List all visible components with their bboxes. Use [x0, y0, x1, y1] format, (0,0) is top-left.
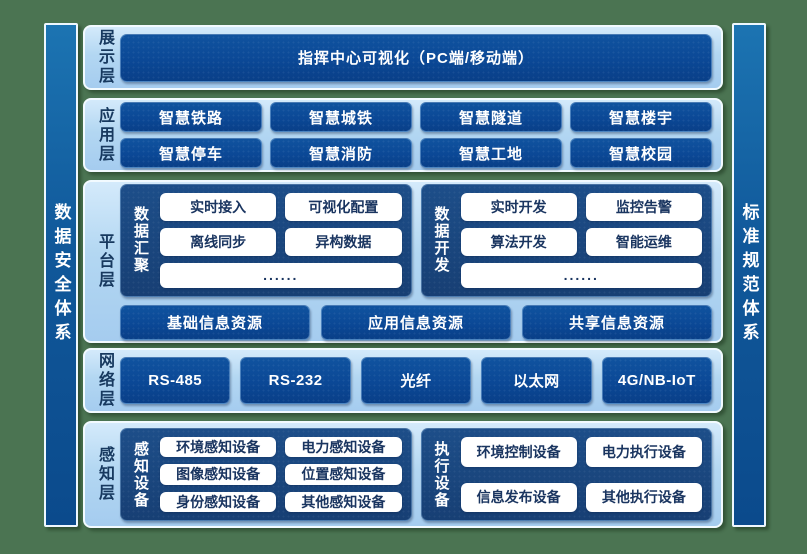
- network-box: RS-485: [120, 357, 231, 404]
- group-sensing-devices-grid: 环境感知设备 电力感知设备 图像感知设备 位置感知设备 身份感知设备 其他感知设…: [160, 437, 402, 512]
- resource-box: 应用信息资源: [321, 304, 511, 340]
- device-chip: 电力感知设备: [285, 437, 402, 458]
- layer-label-presentation: 展示层: [96, 29, 113, 86]
- group-sensing-devices-title: 感知设备: [132, 440, 149, 509]
- group-data-aggregation-title: 数据汇聚: [132, 206, 149, 274]
- device-chip: 信息发布设备: [460, 482, 577, 512]
- pillar-data-security-label: 数据安全体系: [51, 203, 71, 347]
- platform-chip: 异构数据: [285, 227, 402, 257]
- platform-groups-row: 数据汇聚 实时接入 可视化配置 离线同步 异构数据 ...... 数据开发: [120, 183, 712, 297]
- device-chip: 身份感知设备: [160, 491, 277, 512]
- app-box: 智慧工地: [420, 138, 562, 168]
- app-box: 智慧楼宇: [570, 102, 712, 132]
- layer-panel-presentation: 展示层 指挥中心可视化（PC端/移动端）: [83, 25, 723, 90]
- platform-more-chip: ......: [160, 263, 402, 288]
- group-data-development: 数据开发 实时开发 监控告警 算法开发 智能运维 ......: [420, 183, 712, 297]
- device-chip: 环境感知设备: [160, 437, 277, 458]
- platform-more-chip: ......: [460, 263, 702, 288]
- platform-chip: 可视化配置: [285, 192, 402, 221]
- network-box: 以太网: [481, 357, 592, 404]
- group-execution-devices: 执行设备 环境控制设备 电力执行设备 信息发布设备 其他执行设备: [420, 428, 712, 521]
- group-data-development-grid: 实时开发 监控告警 算法开发 智能运维 ......: [460, 192, 702, 288]
- device-chip: 其他感知设备: [285, 491, 402, 512]
- platform-chip: 监控告警: [585, 192, 702, 221]
- network-box: 光纤: [360, 357, 472, 404]
- device-chip: 图像感知设备: [160, 464, 277, 485]
- network-row: RS-485 RS-232 光纤 以太网 4G/NB-IoT: [120, 357, 713, 404]
- perception-content: 感知设备 环境感知设备 电力感知设备 图像感知设备 位置感知设备 身份感知设备 …: [120, 428, 712, 521]
- group-execution-devices-grid: 环境控制设备 电力执行设备 信息发布设备 其他执行设备: [460, 437, 702, 512]
- device-chip: 电力执行设备: [585, 437, 702, 467]
- device-chip: 环境控制设备: [460, 437, 577, 467]
- layer-label-perception: 感知层: [96, 446, 113, 503]
- device-chip: 位置感知设备: [285, 464, 402, 485]
- layer-panel-network: 网络层 RS-485 RS-232 光纤 以太网 4G/NB-IoT: [83, 348, 723, 413]
- resource-box: 共享信息资源: [522, 304, 712, 340]
- pillar-standards: 标准规范体系: [732, 23, 766, 527]
- app-box: 智慧铁路: [120, 102, 262, 132]
- layer-label-network: 网络层: [96, 352, 113, 409]
- app-box: 智慧校园: [570, 138, 712, 168]
- perception-groups-row: 感知设备 环境感知设备 电力感知设备 图像感知设备 位置感知设备 身份感知设备 …: [120, 428, 712, 521]
- network-box: RS-232: [240, 357, 351, 404]
- hero-command-center-box: 指挥中心可视化（PC端/移动端）: [120, 33, 712, 82]
- platform-chip: 算法开发: [460, 227, 577, 257]
- app-box: 智慧隧道: [420, 102, 562, 132]
- app-box: 智慧消防: [270, 138, 412, 168]
- resource-box: 基础信息资源: [120, 304, 310, 340]
- layer-panel-platform: 平台层 数据汇聚 实时接入 可视化配置 离线同步 异构数据 ......: [83, 180, 723, 343]
- presentation-content: 指挥中心可视化（PC端/移动端）: [120, 33, 712, 82]
- app-box: 智慧城铁: [270, 102, 412, 132]
- layer-label-platform: 平台层: [96, 233, 113, 290]
- group-sensing-devices: 感知设备 环境感知设备 电力感知设备 图像感知设备 位置感知设备 身份感知设备 …: [120, 428, 412, 521]
- application-grid: 智慧铁路 智慧城铁 智慧隧道 智慧楼宇 智慧停车 智慧消防 智慧工地 智慧校园: [120, 102, 712, 168]
- layer-panel-application: 应用层 智慧铁路 智慧城铁 智慧隧道 智慧楼宇 智慧停车 智慧消防 智慧工地 智…: [83, 98, 723, 172]
- group-execution-devices-title: 执行设备: [432, 440, 450, 509]
- platform-chip: 实时接入: [160, 192, 277, 221]
- platform-chip: 智能运维: [585, 227, 702, 257]
- pillar-data-security: 数据安全体系: [44, 23, 78, 527]
- device-chip: 其他执行设备: [585, 482, 702, 512]
- network-box: 4G/NB-IoT: [601, 357, 713, 404]
- group-data-development-title: 数据开发: [432, 206, 450, 274]
- platform-content: 数据汇聚 实时接入 可视化配置 离线同步 异构数据 ...... 数据开发: [120, 183, 712, 340]
- layer-label-application: 应用层: [96, 106, 113, 164]
- application-content: 智慧铁路 智慧城铁 智慧隧道 智慧楼宇 智慧停车 智慧消防 智慧工地 智慧校园: [120, 102, 712, 168]
- layer-panel-perception: 感知层 感知设备 环境感知设备 电力感知设备 图像感知设备 位置感知设备 身份感…: [83, 421, 723, 528]
- group-data-aggregation: 数据汇聚 实时接入 可视化配置 离线同步 异构数据 ......: [120, 183, 412, 297]
- platform-chip: 离线同步: [160, 227, 277, 257]
- network-content: RS-485 RS-232 光纤 以太网 4G/NB-IoT: [120, 356, 713, 405]
- platform-resources-row: 基础信息资源 应用信息资源 共享信息资源: [120, 304, 712, 340]
- group-data-aggregation-grid: 实时接入 可视化配置 离线同步 异构数据 ......: [160, 192, 402, 288]
- platform-chip: 实时开发: [460, 192, 577, 221]
- pillar-standards-label: 标准规范体系: [739, 203, 759, 347]
- app-box: 智慧停车: [120, 138, 262, 168]
